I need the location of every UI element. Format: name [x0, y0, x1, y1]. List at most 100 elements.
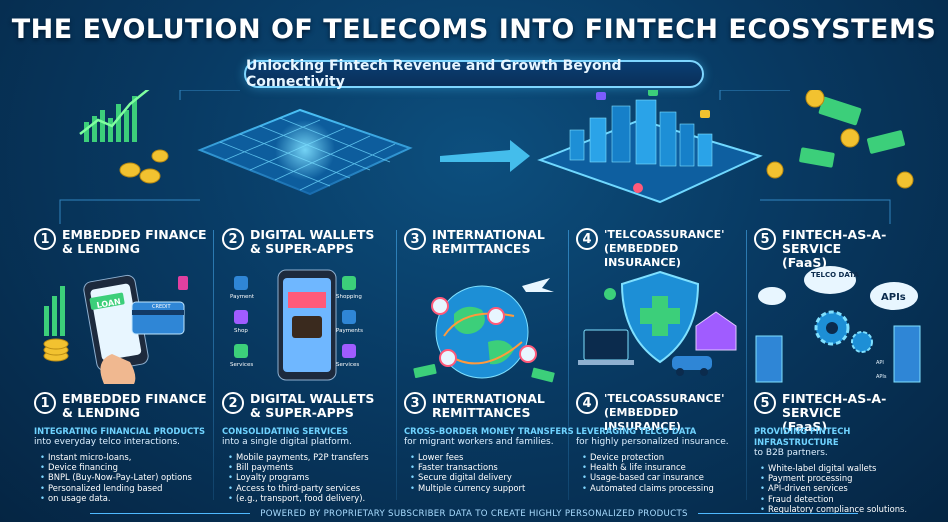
list-item: Access to third-party services [228, 483, 404, 493]
gold-coins-icon [766, 90, 914, 189]
column-description: INTEGRATING FINANCIAL PRODUCTS into ever… [34, 426, 216, 448]
list-item: Mobile payments, P2P transfers [228, 452, 404, 462]
desc-text: to B2B partners. [754, 448, 828, 458]
step-number: 3 [404, 392, 426, 414]
step-number: 4 [576, 228, 598, 250]
column-title: FINTECH-AS-A-SERVICE (FaaS) [782, 227, 887, 270]
column-divider [396, 230, 397, 500]
bullet-list: Mobile payments, P2P transfers Bill paym… [222, 452, 404, 503]
step-number: 1 [34, 392, 56, 414]
app-label-services: Services [230, 362, 253, 368]
column-divider [746, 230, 747, 500]
app-label-shopping: Shopping [336, 294, 362, 300]
loan-label: LOAN [96, 297, 121, 310]
column-digital-wallets: 2 DIGITAL WALLETS & SUPER-APPS Payment S… [222, 227, 404, 503]
column-divider [213, 230, 214, 500]
faas-infrastructure-illustration: TELCO DATA APIs API APIs [755, 266, 921, 383]
column-description: CONSOLIDATING SERVICES into a single dig… [222, 426, 404, 448]
column-title: DIGITAL WALLETS & SUPER-APPS [250, 227, 375, 256]
hero-illustration [59, 90, 914, 224]
column-description: PROVIDING FINTECH INFRASTRUCTURE to B2B … [754, 426, 936, 459]
loan-phone-illustration: LOAN CREDIT [43, 274, 188, 384]
api-small-label-2: APIs [876, 374, 887, 380]
column-description: LEVERAGING TELCO DATA for highly persona… [576, 426, 758, 448]
list-item: Multiple currency support [410, 483, 586, 493]
desc-text: for migrant workers and families. [404, 437, 554, 447]
coin-stack-icon [119, 149, 169, 184]
list-item: on usage data. [40, 493, 216, 503]
step-number: 2 [222, 392, 244, 414]
column-divider [568, 230, 569, 500]
highlight-text: PROVIDING FINTECH INFRASTRUCTURE [754, 426, 851, 447]
bullet-list: Instant micro-loans, Device financing BN… [34, 452, 216, 503]
list-item: Automated claims processing [582, 483, 758, 493]
column-faas: 5 FINTECH-AS-A-SERVICE (FaaS) TELCO DATA… [754, 227, 936, 514]
column-title: INTERNATIONAL REMITTANCES [432, 227, 545, 256]
list-item: Regulatory compliance solutions. [760, 504, 936, 514]
apis-label: APIs [881, 292, 906, 303]
growth-chart-icon [79, 90, 150, 142]
column-subtitle: DIGITAL WALLETS & SUPER-APPS [250, 391, 375, 420]
list-item: Payment processing [760, 473, 936, 483]
highlight-text: LEVERAGING TELCO DATA [576, 426, 697, 436]
desc-text: for highly personalized insurance. [576, 437, 729, 447]
money-bills-icon [799, 96, 905, 168]
globe-remittance-illustration [413, 278, 555, 383]
step-number: 4 [576, 392, 598, 414]
step-number: 3 [404, 228, 426, 250]
list-item: API-driven services [760, 483, 936, 493]
list-item: Health & life insurance [582, 462, 758, 472]
list-item: Device protection [582, 452, 758, 462]
column-subtitle: 'TELCOASSURANCE' (EMBEDDED INSURANCE) [604, 392, 725, 433]
list-item: White-label digital wallets [760, 463, 936, 473]
column-embedded-finance: 1 EMBEDDED FINANCE & LENDING LOAN CREDIT… [34, 227, 216, 503]
subtitle-banner: Unlocking Fintech Revenue and Growth Bey… [244, 58, 704, 90]
column-subtitle: EMBEDDED FINANCE & LENDING [62, 391, 207, 420]
page-title: THE EVOLUTION OF TELECOMS INTO FINTECH E… [11, 14, 937, 45]
credit-label: CREDIT [152, 304, 171, 310]
list-item: Personalized lending based [40, 483, 216, 493]
column-subtitle: INTERNATIONAL REMITTANCES [432, 391, 545, 420]
footer-text: POWERED BY PROPRIETARY SUBSCRIBER DATA T… [260, 508, 688, 519]
list-item: Faster transactions [410, 462, 586, 472]
column-title: EMBEDDED FINANCE & LENDING [62, 227, 207, 256]
step-number: 2 [222, 228, 244, 250]
list-item: BNPL (Buy-Now-Pay-Later) options [40, 472, 216, 482]
network-grid-icon [197, 108, 413, 196]
bullet-list: Device protection Health & life insuranc… [576, 452, 758, 493]
footer-divider [90, 513, 251, 514]
app-label-payment: Payment [230, 294, 255, 300]
app-label-payments: Payments [336, 328, 363, 334]
list-item: Usage-based car insurance [582, 472, 758, 482]
desc-text: into a single digital platform. [222, 437, 352, 447]
bullet-list: White-label digital wallets Payment proc… [754, 463, 936, 514]
bullet-list: Lower fees Faster transactions Secure di… [404, 452, 586, 493]
highlight-text: CROSS-BORDER MONEY TRANSFERS [404, 426, 574, 436]
app-label-shop: Shop [234, 328, 248, 334]
fintech-city-icon [537, 90, 763, 204]
step-number: 5 [754, 392, 776, 414]
column-description: CROSS-BORDER MONEY TRANSFERS for migrant… [404, 426, 586, 448]
step-number: 1 [34, 228, 56, 250]
list-item: Instant micro-loans, [40, 452, 216, 462]
desc-text: into everyday telco interactions. [34, 437, 181, 447]
column-title: 'TELCOASSURANCE' (EMBEDDED INSURANCE) [604, 228, 725, 269]
list-item: (e.g., transport, food delivery). [228, 493, 404, 503]
app-label-services-2: Services [336, 362, 359, 368]
highlight-text: CONSOLIDATING SERVICES [222, 426, 348, 436]
footer-divider [697, 513, 858, 514]
list-item: Loyalty programs [228, 472, 404, 482]
step-number: 5 [754, 228, 776, 250]
footer-banner: POWERED BY PROPRIETARY SUBSCRIBER DATA T… [0, 505, 948, 522]
list-item: Lower fees [410, 452, 586, 462]
super-app-illustration: Payment Shopping Shop Payments Services … [230, 269, 363, 381]
insurance-shield-illustration [578, 270, 737, 376]
list-item: Bill payments [228, 462, 404, 472]
telco-data-label: TELCO DATA [811, 271, 859, 279]
column-subtitle: FINTECH-AS-A-SERVICE (FaaS) [782, 391, 887, 434]
highlight-text: INTEGRATING FINANCIAL PRODUCTS [34, 426, 206, 436]
list-item: Secure digital delivery [410, 472, 586, 482]
api-small-label-1: API [876, 360, 884, 366]
list-item: Device financing [40, 462, 216, 472]
list-item: Fraud detection [760, 494, 936, 504]
